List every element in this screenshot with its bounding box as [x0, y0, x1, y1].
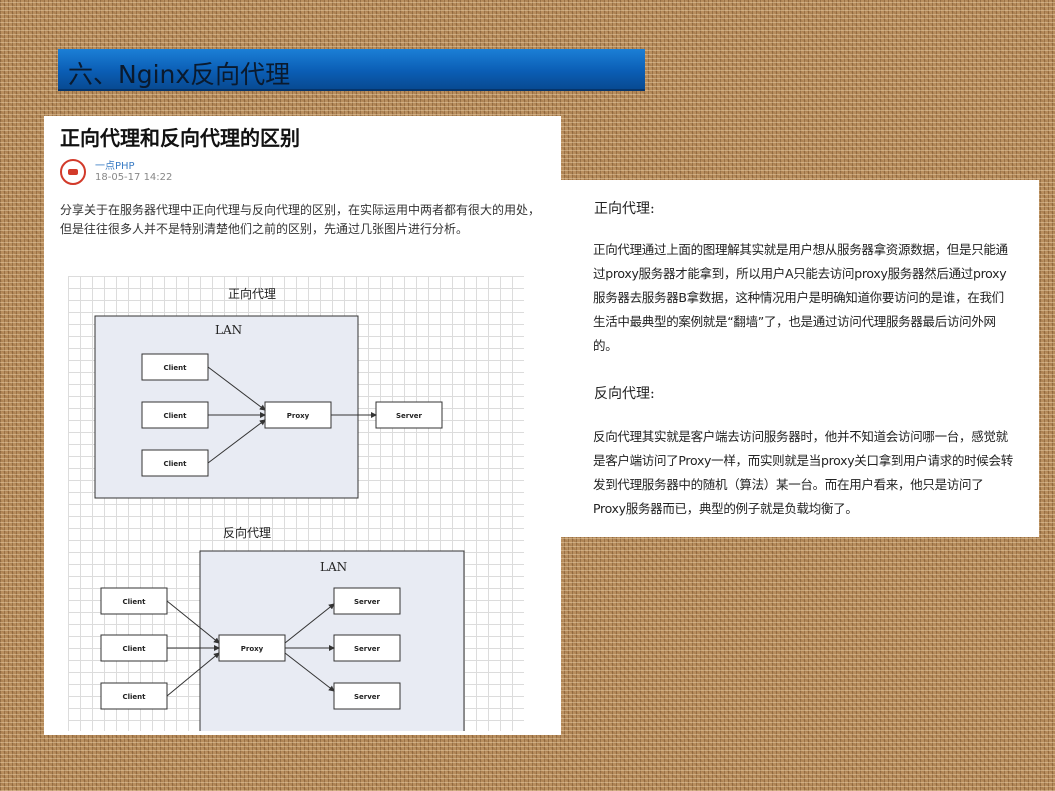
author-avatar-icon	[60, 159, 86, 185]
forward-client-2: Client	[141, 401, 209, 429]
reverse-client-1: Client	[100, 587, 168, 615]
forward-proxy-text: 正向代理通过上面的图理解其实就是用户想从服务器拿资源数据，但是只能通过proxy…	[593, 242, 1008, 353]
forward-lan-label: LAN	[215, 323, 242, 337]
forward-client-3-label: Client	[163, 460, 187, 468]
reverse-client-3: Client	[100, 682, 168, 710]
reverse-proxy-node: Proxy	[218, 634, 286, 662]
reverse-arrow-3	[166, 652, 220, 697]
forward-arrow-1	[207, 366, 266, 411]
forward-client-1: Client	[141, 353, 209, 381]
reverse-proxy-heading: 反向代理:	[594, 386, 655, 402]
reverse-proxy-title: 反向代理	[223, 525, 271, 540]
reverse-arrow-6	[284, 652, 335, 692]
forward-client-3: Client	[141, 449, 209, 477]
article-intro: 分享关于在服务器代理中正向代理与反向代理的区别，在实际运用中两者都有很大的用处，…	[60, 203, 541, 236]
proxy-diagram: 正向代理 LAN Client Client Client Proxy Se	[68, 276, 524, 731]
reverse-arrow-1	[166, 600, 220, 644]
forward-arrow-3	[207, 419, 266, 464]
forward-proxy-label: Proxy	[287, 412, 310, 420]
forward-client-1-label: Client	[163, 364, 187, 372]
reverse-client-1-label: Client	[122, 598, 146, 606]
article-author: 一点PHP	[95, 161, 135, 172]
reverse-proxy-text: 反向代理其实就是客户端去访问服务器时，他并不知道会访问哪一台，感觉就是客户端访问…	[593, 429, 1013, 516]
reverse-proxy-label: Proxy	[241, 645, 264, 653]
reverse-server-1: Server	[333, 587, 401, 615]
article-date: 18-05-17 14:22	[95, 172, 173, 183]
slide-title-bar: 六、Nginx反向代理	[58, 49, 645, 91]
reverse-client-2: Client	[100, 634, 168, 662]
forward-proxy-title: 正向代理	[228, 286, 276, 301]
forward-server-node: Server	[375, 401, 443, 429]
forward-proxy-heading: 正向代理:	[594, 201, 655, 217]
reverse-server-2-label: Server	[354, 645, 381, 653]
reverse-client-2-label: Client	[122, 645, 146, 653]
reverse-server-2: Server	[333, 634, 401, 662]
forward-proxy-node: Proxy	[264, 401, 332, 429]
forward-client-2-label: Client	[163, 412, 187, 420]
forward-server-label: Server	[396, 412, 423, 420]
article-title: 正向代理和反向代理的区别	[60, 126, 300, 150]
slide-title: 六、Nginx反向代理	[68, 60, 291, 89]
reverse-server-3: Server	[333, 682, 401, 710]
reverse-client-3-label: Client	[122, 693, 146, 701]
reverse-lan-label: LAN	[320, 560, 347, 574]
reverse-server-3-label: Server	[354, 693, 381, 701]
explanation-panel: 正向代理: 正向代理通过上面的图理解其实就是用户想从服务器拿资源数据，但是只能通…	[561, 180, 1039, 537]
article-screenshot-panel: 正向代理和反向代理的区别 一点PHP 18-05-17 14:22 分享关于在服…	[44, 116, 561, 735]
reverse-arrow-4	[284, 603, 335, 644]
reverse-server-1-label: Server	[354, 598, 381, 606]
